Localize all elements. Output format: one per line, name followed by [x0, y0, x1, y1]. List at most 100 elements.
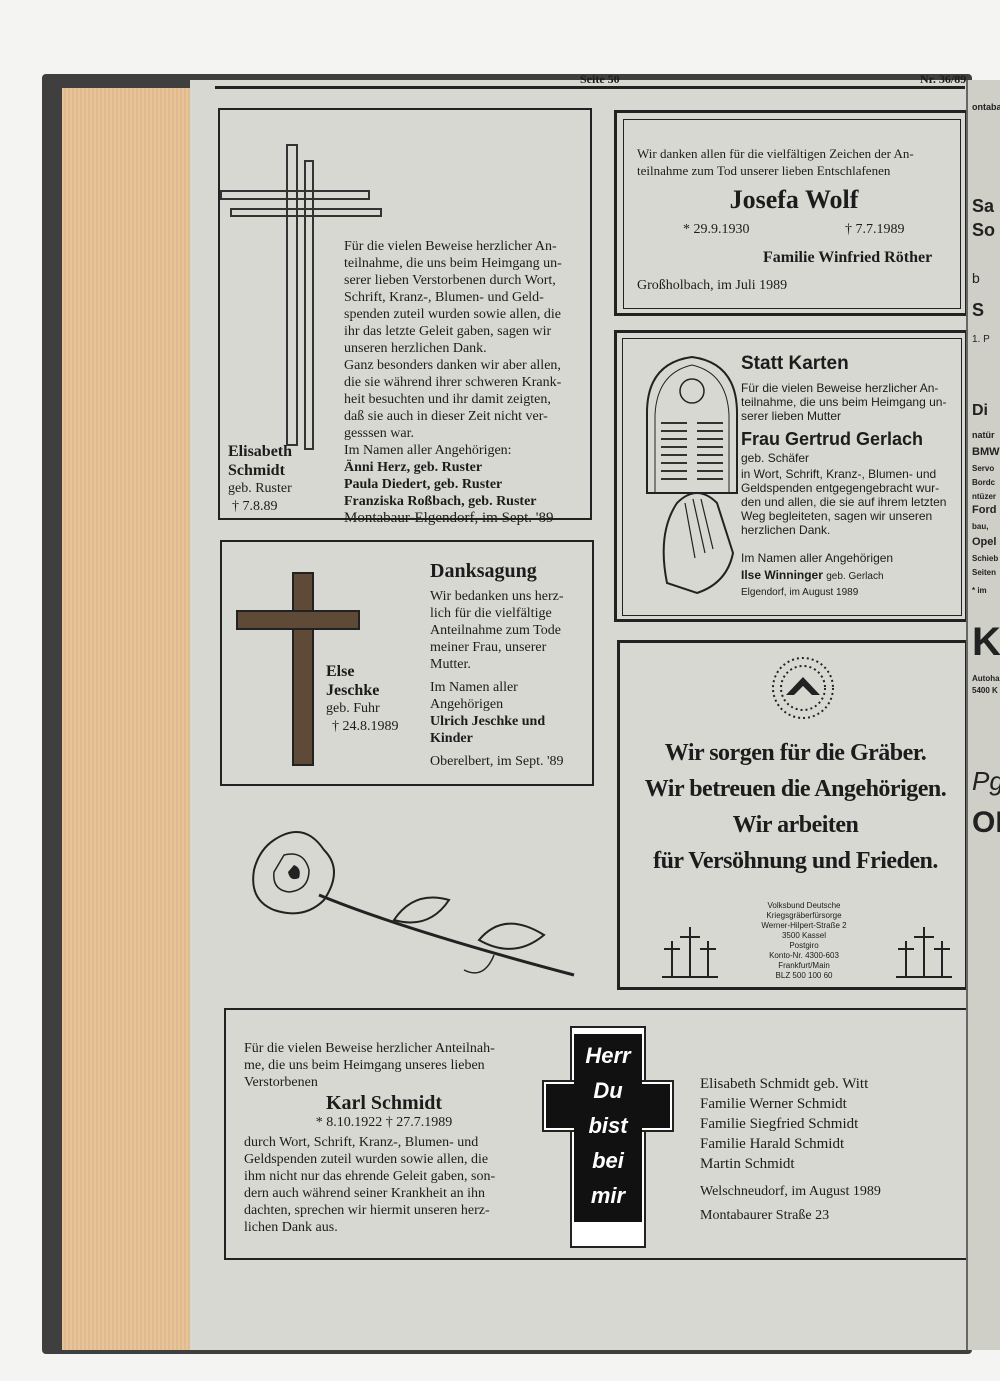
- text-line: Für die vielen Beweise herzlicher An-: [344, 239, 557, 254]
- heading: Danksagung: [430, 560, 537, 582]
- family-line: Martin Schmidt: [700, 1156, 795, 1172]
- text-line: die sie während ihrer schweren Krank-: [344, 375, 562, 390]
- family-line: Familie Werner Schmidt: [700, 1096, 847, 1112]
- text-line: teilnahme, die uns beim Heimgang un-: [741, 395, 947, 409]
- deceased-name: Josefa Wolf: [729, 185, 859, 214]
- fragment: S: [972, 300, 985, 320]
- text-line: Im Namen aller Angehörigen:: [344, 443, 512, 458]
- text-line: in Wort, Schrift, Kranz-, Blumen- und: [741, 467, 937, 481]
- fragment: So: [972, 220, 996, 240]
- fragment: ntüzer: [972, 492, 996, 501]
- deceased-name-last: Schmidt: [228, 462, 285, 479]
- family-list: Elisabeth Schmidt geb. Witt Familie Wern…: [700, 1074, 868, 1174]
- cross-inner-beam: [546, 1084, 670, 1128]
- place-date: Oberelbert, im Sept. '89: [430, 754, 564, 769]
- ad-karl-schmidt: Für die vielen Beweise herzlicher Anteil…: [224, 1008, 970, 1260]
- slogan: Wir sorgen für die Gräber. Wir betreuen …: [620, 735, 971, 879]
- church-window-icon: [646, 355, 738, 595]
- text-line: daß sie auch in dieser Zeit nicht ver-: [344, 409, 548, 424]
- signer: Ilse Winninger geb. Gerlach: [741, 568, 884, 582]
- intro-text: Wir danken allen für die vielfältigen Ze…: [637, 145, 965, 179]
- cross-word: bei: [592, 1148, 624, 1173]
- fragment: Ford: [972, 504, 997, 516]
- rose-icon: [252, 831, 575, 977]
- text-line: den und allen, die sie auf ihrem letzten: [741, 495, 947, 509]
- fragment: ontaba: [972, 102, 1000, 112]
- wooden-cross-beam: [236, 610, 360, 630]
- deceased-name: Karl Schmidt: [325, 1092, 443, 1114]
- cross-beam: [220, 190, 370, 200]
- issue-number: Nr. 36/89: [920, 72, 967, 86]
- slogan-line: Wir sorgen für die Gräber.: [664, 740, 927, 766]
- address-line: Frankfurt/Main: [778, 961, 830, 970]
- deceased-name-first: Else: [326, 663, 355, 680]
- fragment: Seiten: [972, 568, 997, 577]
- cross-icon: [286, 144, 298, 446]
- signer: Ulrich Jeschke und: [430, 714, 546, 729]
- address-block: Volksbund Deutsche Kriegsgräberfürsorge …: [740, 901, 868, 981]
- fragment: bau,: [972, 522, 989, 531]
- birth-name: geb. Ruster: [228, 481, 292, 496]
- cross-word: bist: [588, 1113, 628, 1138]
- text-line: Geldspenden zuteil wurden sowie allen, d…: [244, 1152, 489, 1167]
- fragment: Bordc: [972, 478, 996, 487]
- street-address: Montabaurer Straße 23: [700, 1208, 830, 1223]
- text-line: herzlichen Dank.: [741, 523, 831, 537]
- text-line: Mutter.: [430, 657, 471, 672]
- header-rule: [215, 86, 965, 89]
- signer: Paula Diedert, geb. Ruster: [344, 477, 503, 492]
- text-line: Im Namen aller: [430, 680, 518, 695]
- place-date: Welschneudorf, im August 1989: [700, 1184, 881, 1199]
- fragment: Di: [972, 402, 988, 419]
- family-line: Familie Siegfried Schmidt: [700, 1116, 859, 1132]
- thanks-text: Für die vielen Beweise herzlicher An- te…: [344, 238, 590, 527]
- address-line: Volksbund Deutsche: [767, 901, 841, 910]
- cross-word: mir: [590, 1183, 626, 1208]
- cross-word: Du: [593, 1078, 623, 1103]
- text-line: ihr das letzte Geleit gaben, sagen wir: [344, 324, 552, 339]
- fragment: Sa: [972, 196, 995, 216]
- fragment: Servo: [972, 464, 995, 473]
- death-date: † 7.7.1989: [845, 222, 905, 237]
- crosses-left-icon: [662, 927, 718, 978]
- death-date: † 24.8.1989: [332, 719, 399, 734]
- ad-volksbund: Wir sorgen für die Gräber. Wir betreuen …: [617, 640, 968, 990]
- text-line: lich für die vielfältige: [430, 606, 552, 621]
- text-line: lichen Dank aus.: [244, 1220, 338, 1235]
- text-line: Wir danken allen für die vielfältigen Ze…: [637, 146, 914, 161]
- ad-else-jeschke: Else Jeschke geb. Fuhr † 24.8.1989 Danks…: [220, 540, 594, 786]
- fragment: Schieb: [972, 554, 999, 563]
- place-date: Großholbach, im Juli 1989: [637, 278, 788, 293]
- text-line: Für die vielen Beweise herzlicher An-: [741, 381, 939, 395]
- text-line: Geldspenden entgegengebracht wur-: [741, 481, 940, 495]
- life-dates: * 8.10.1922 † 27.7.1989: [315, 1115, 453, 1130]
- text-line: teilnahme zum Tod unserer lieben Entschl…: [637, 163, 891, 178]
- page-edges: [62, 88, 192, 1350]
- text-line: Ganz besonders danken wir aber allen,: [344, 358, 561, 373]
- text-line: Wir bedanken uns herz-: [430, 589, 564, 604]
- deceased-name: Frau Gertrud Gerlach: [741, 429, 924, 449]
- text-line: Weg begleiteten, sagen wir unseren: [741, 509, 933, 523]
- cross-icon-shadow: [304, 160, 314, 450]
- heading: Statt Karten: [741, 353, 849, 374]
- ad-elisabeth-schmidt: Elisabeth Schmidt geb. Ruster † 7.8.89 F…: [218, 108, 592, 526]
- family-line: Elisabeth Schmidt geb. Witt: [700, 1076, 869, 1092]
- text-line: durch Wort, Schrift, Kranz-, Blumen- und: [244, 1135, 479, 1150]
- inner-frame: [623, 119, 961, 309]
- fragment: Opel: [972, 536, 997, 548]
- signer: Franziska Roßbach, geb. Ruster: [344, 494, 537, 509]
- birth-name: geb. Schäfer: [741, 451, 810, 465]
- inner-frame: [622, 338, 962, 616]
- text-line: unseren herzlichen Dank.: [344, 341, 487, 356]
- birth-name: geb. Fuhr: [326, 701, 380, 716]
- wooden-cross-icon: [292, 572, 314, 766]
- address-line: Kriegsgräberfürsorge: [766, 911, 842, 920]
- text-line: serer lieben Verstorbenen durch Wort,: [344, 273, 556, 288]
- text-line: ihm nicht nur das ehrende Geleit gaben, …: [244, 1169, 496, 1184]
- text-line: Anteilnahme zum Tode: [430, 623, 561, 638]
- signer-name: Ilse Winninger: [741, 568, 823, 582]
- text-line: teilnahme, die uns beim Heimgang un-: [344, 256, 562, 271]
- fragment: Autoha: [972, 674, 1000, 683]
- fragment: OI: [972, 806, 1000, 839]
- signer: Kinder: [430, 731, 473, 746]
